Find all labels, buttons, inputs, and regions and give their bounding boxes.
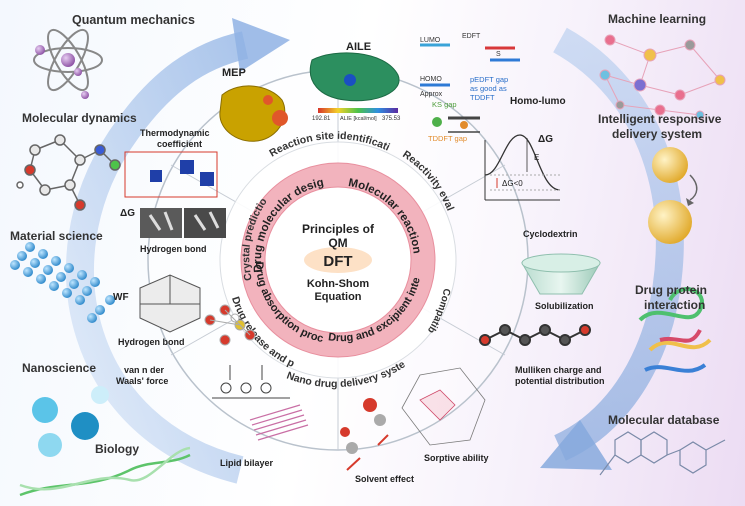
cycle-arrow-head-bottom [540,420,612,470]
lipid-bilayer [249,404,309,441]
label-database: Molecular database [608,413,720,427]
center-kohn-1: Kohn-Shom [307,278,370,290]
approx-label: Approx [420,91,443,98]
aile-min: 192.81 [312,116,331,122]
center-principles-1: Principles of [302,222,375,236]
nano-spheres [32,386,109,457]
cyclodextrin-label: Cyclodextrin [523,229,578,239]
wf-crystal [139,274,201,333]
center-dft: DFT [323,253,352,270]
center-principles-2: QM [328,236,347,250]
mulliken-line-1: Mulliken charge and [515,365,602,375]
solvent-label: Solvent effect [355,474,414,484]
pedft-line-2: as good as [470,84,507,93]
graphene-sheet [401,367,486,446]
hbond1-label: Hydrogen bond [140,244,207,254]
label-dpi-1: Drug protein [635,283,707,297]
lipid-label: Lipid bilayer [220,458,274,468]
sorptive-label: Sorptive ability [424,453,489,463]
aile-unit: ALIE [kcal/mol] [340,116,377,122]
pedft-line-3: TDDFT [470,93,495,102]
label-biology: Biology [95,442,139,456]
cycle-arrow-left [66,31,249,484]
label-ml: Machine learning [608,12,706,26]
solubilization-label: Solubilization [535,301,594,311]
thermo-line-2: coefficient [157,139,202,149]
mulliken-molecule [479,324,591,346]
vdw-line-1: van n der [124,365,165,375]
energy-profile [484,134,561,201]
cyclodextrin-cup [521,253,601,295]
label-intelligent-2: delivery system [612,127,702,141]
sg-label: S [496,51,501,58]
cycle-arrow-right [552,27,684,461]
protein-ribbon [638,287,712,373]
label-material: Material science [10,229,103,243]
mulliken-line-2: potential distribution [515,376,605,386]
database-molecules [599,431,726,476]
thermo-cubes [124,151,218,198]
lumo-label: LUMO [420,37,441,44]
dft-badge [304,247,372,273]
dg-less-label: ΔG<0 [502,179,523,188]
mep-label: MEP [222,67,246,79]
hbond2-label: Hydrogen bond [118,337,185,347]
label-intelligent-1: Intelligent responsive [598,112,722,126]
vdw-line-2: Waals' force [116,376,168,386]
homo-lumo-diagram [420,43,520,133]
tddft-gap-label: TDDFT gap [428,134,467,143]
homo-label: HOMO [420,76,442,83]
delta-g-left: ΔG [120,208,135,219]
center-kohn-2: Equation [314,291,361,303]
label-nano: Nanoscience [22,361,96,375]
responsive-spheres [648,147,698,244]
ml-network [599,34,726,120]
aile-max: 375.53 [382,116,401,122]
label-dpi-2: interaction [644,298,705,312]
homo-lumo-label: Homo-lumo [510,96,566,107]
afm-schematic [212,365,290,399]
dna-helix [19,446,191,497]
solvent-molecules [340,398,389,471]
ea-label: E [534,153,539,162]
aile-label: AILE [346,41,371,53]
label-md: Molecular dynamics [22,111,137,125]
material-lattice [10,242,115,323]
label-quantum: Quantum mechanics [72,13,195,27]
ks-gap-label: KS gap [432,100,457,109]
edft-label: EDFT [462,33,481,40]
thermo-line-1: Thermodynamic [140,128,210,138]
inner-pink-ring [241,163,435,357]
delta-g-label: ΔG [538,134,553,145]
aile-colorbar [318,108,398,113]
mep-surface [219,85,288,142]
sem-image-2 [184,208,226,238]
md-molecule [16,134,121,211]
hbond-network [204,304,256,346]
cycle-arrow-head-top [232,18,290,72]
sem-image-1 [140,208,182,238]
atom-illustration [33,28,103,99]
aile-surface [309,52,400,102]
pedft-line-1: pEDFT gap [470,75,508,84]
wf-label: WF [113,292,129,303]
